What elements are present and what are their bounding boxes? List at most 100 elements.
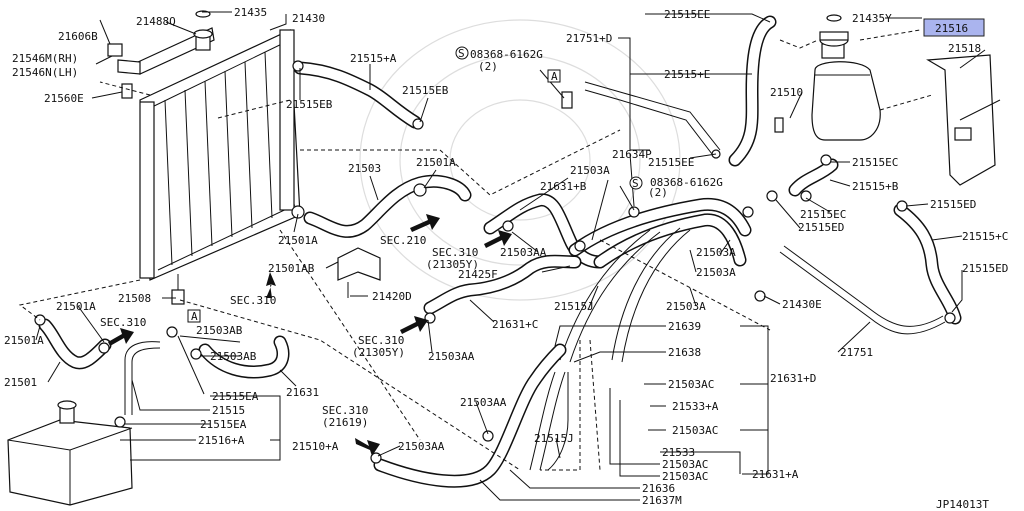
label-21503ac[interactable]: 21503AC xyxy=(662,458,708,471)
lower-radiator-hose[interactable] xyxy=(38,318,112,370)
drain-plug[interactable] xyxy=(171,274,185,305)
label-21501ab[interactable]: 21501AB xyxy=(268,262,315,275)
label-21515ec[interactable]: 21515EC xyxy=(852,156,898,169)
label-21501a[interactable]: 21501A xyxy=(278,234,318,247)
label-sec310[interactable]: SEC.310 xyxy=(358,334,404,347)
label-21546n[interactable]: 21546N(LH) xyxy=(12,66,78,79)
label-21501a[interactable]: 21501A xyxy=(4,334,44,347)
label-21639[interactable]: 21639 xyxy=(668,320,701,333)
label-21510[interactable]: 21510 xyxy=(770,86,803,99)
label-21751[interactable]: 21751 xyxy=(840,346,873,359)
label-21503ac[interactable]: 21503AC xyxy=(662,470,708,483)
label-21515ed[interactable]: 21515ED xyxy=(798,221,844,234)
label-sec310[interactable]: SEC.310 xyxy=(100,316,146,329)
label-21510a[interactable]: 21510+A xyxy=(292,440,339,453)
label-21503aa[interactable]: 21503AA xyxy=(460,396,507,409)
hose-21631c[interactable] xyxy=(423,254,582,315)
label-21533[interactable]: 21533 xyxy=(662,446,695,459)
label-21503ab[interactable]: 21503AB xyxy=(196,324,243,337)
ref-box-a-top[interactable]: A xyxy=(547,69,561,83)
label-21503a[interactable]: 21503A xyxy=(696,246,736,259)
label-21515c[interactable]: 21515+C xyxy=(962,230,1008,243)
label-21503ac[interactable]: 21503AC xyxy=(668,378,714,391)
label-21515eb[interactable]: 21515EB xyxy=(402,84,449,97)
mount-bracket[interactable] xyxy=(107,43,141,99)
label-21515b[interactable]: 21515+B xyxy=(852,180,899,193)
label-21515j[interactable]: 21515J xyxy=(554,300,594,313)
label-21503ac[interactable]: 21503AC xyxy=(672,424,718,437)
bolt-08368-top[interactable] xyxy=(539,69,573,109)
bracket-21420d[interactable] xyxy=(337,247,381,298)
label-21515ed[interactable]: 21515ED xyxy=(962,262,1008,275)
label-21435[interactable]: 21435 xyxy=(234,6,267,19)
coolant-reservoir[interactable] xyxy=(811,43,881,141)
label-21515ec[interactable]: 21515EC xyxy=(800,208,846,221)
label-21501[interactable]: 21501 xyxy=(4,376,37,389)
label-21631[interactable]: 21631 xyxy=(286,386,319,399)
hose-21631[interactable] xyxy=(198,335,290,379)
label-21631d[interactable]: 21631+D xyxy=(770,372,816,385)
overflow-hose[interactable] xyxy=(124,341,161,415)
label-21515ea[interactable]: 21515EA xyxy=(200,418,247,431)
label-21515ea[interactable]: 21515EA xyxy=(212,390,259,403)
hose-21631b[interactable] xyxy=(483,193,607,269)
bolt-08368-mid[interactable] xyxy=(774,117,784,133)
lower-heater-hoses[interactable] xyxy=(373,343,569,488)
label-21516-highlighted[interactable]: 21516 xyxy=(935,22,968,35)
pipe-21751[interactable] xyxy=(779,245,946,335)
label-21637m[interactable]: 21637M xyxy=(642,494,682,507)
label-21503aa[interactable]: 21503AA xyxy=(398,440,445,453)
heater-pipe-bundle[interactable] xyxy=(559,197,752,363)
label-08368[interactable]: 08368-6162G xyxy=(650,176,723,189)
label-21503a[interactable]: 21503A xyxy=(666,300,706,313)
label-sec310[interactable]: SEC.310 xyxy=(230,294,276,307)
radiator[interactable] xyxy=(137,27,301,281)
label-21533a[interactable]: 21533+A xyxy=(672,400,719,413)
label-21420d[interactable]: 21420D xyxy=(372,290,412,303)
cap-seal[interactable] xyxy=(826,14,842,22)
label-21638[interactable]: 21638 xyxy=(668,346,701,359)
label-21560e[interactable]: 21560E xyxy=(44,92,84,105)
hose-21515e[interactable] xyxy=(728,15,777,167)
label-21488q[interactable]: 21488Q xyxy=(136,15,176,28)
label-21516a[interactable]: 21516+A xyxy=(198,434,245,447)
label-21515ee[interactable]: 21515EE xyxy=(648,156,694,169)
label-21425f[interactable]: 21425F xyxy=(458,268,498,281)
label-21515eb[interactable]: 21515EB xyxy=(286,98,333,111)
label-21631a[interactable]: 21631+A xyxy=(752,468,799,481)
hose-clamps[interactable] xyxy=(34,154,956,464)
label-sec310[interactable]: SEC.310 xyxy=(322,404,368,417)
reservoir-cap[interactable] xyxy=(819,31,849,47)
label-21430e[interactable]: 21430E xyxy=(782,298,822,311)
label-21606b[interactable]: 21606B xyxy=(58,30,98,43)
pipe-21751d[interactable] xyxy=(584,81,721,159)
label-21546m[interactable]: 21546M(RH) xyxy=(12,52,78,65)
label-21508[interactable]: 21508 xyxy=(118,292,151,305)
label-21430[interactable]: 21430 xyxy=(292,12,325,25)
label-21515[interactable]: 21515 xyxy=(212,404,245,417)
label-21751d[interactable]: 21751+D xyxy=(566,32,612,45)
lower-reservoir-tank[interactable] xyxy=(7,400,133,506)
label-21435y[interactable]: 21435Y xyxy=(852,12,892,25)
label-21515j[interactable]: 21515J xyxy=(534,432,574,445)
label-21515a[interactable]: 21515+A xyxy=(350,52,397,65)
label-21503aa[interactable]: 21503AA xyxy=(428,350,475,363)
label-21631b[interactable]: 21631+B xyxy=(540,180,587,193)
label-21503a[interactable]: 21503A xyxy=(696,266,736,279)
label-sec210[interactable]: SEC.210 xyxy=(380,234,426,247)
label-21636[interactable]: 21636 xyxy=(642,482,675,495)
hose-21515c[interactable] xyxy=(893,203,962,325)
label-21515ed[interactable]: 21515ED xyxy=(930,198,976,211)
label-21503a[interactable]: 21503A xyxy=(570,164,610,177)
reservoir-bracket[interactable] xyxy=(926,54,1001,186)
label-21515e[interactable]: 21515+E xyxy=(664,68,710,81)
label-21503[interactable]: 21503 xyxy=(348,162,381,175)
label-21634p[interactable]: 21634P xyxy=(612,148,652,161)
label-21518[interactable]: 21518 xyxy=(948,42,981,55)
radiator-cap[interactable] xyxy=(193,10,213,51)
label-08368[interactable]: 08368-6162G xyxy=(470,48,543,61)
label-21503ab[interactable]: 21503AB xyxy=(210,350,257,363)
label-21503aa[interactable]: 21503AA xyxy=(500,246,547,259)
label-21515ee[interactable]: 21515EE xyxy=(664,8,710,21)
label-sec310[interactable]: SEC.310 xyxy=(432,246,478,259)
